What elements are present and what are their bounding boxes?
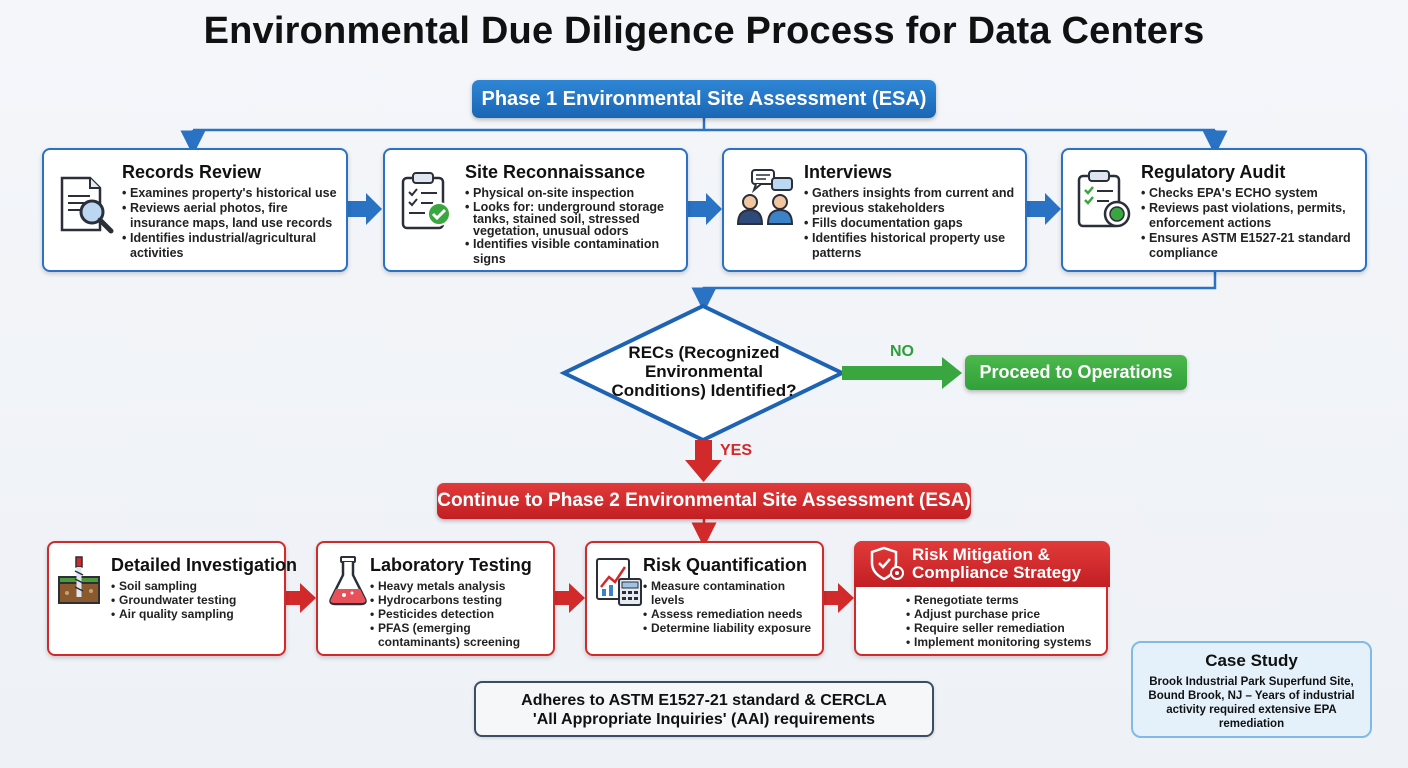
arrow-risk-to-mitigation — [824, 583, 854, 613]
no-label: NO — [890, 343, 914, 360]
yes-label: YES — [720, 442, 753, 459]
bullet: Renegotiate terms — [906, 593, 1102, 607]
card-title: Interviews — [804, 162, 893, 182]
bullet: Pesticides detection — [370, 607, 552, 621]
bullet: Checks EPA's ECHO system — [1141, 186, 1361, 201]
card-bullets: Renegotiate terms Adjust purchase price … — [906, 593, 1102, 649]
case-study-title: Case Study — [1205, 651, 1298, 670]
bullet: Assess remediation needs — [643, 607, 821, 621]
arrow-recon-to-interviews — [688, 193, 722, 225]
phase2-step-arrows — [286, 583, 854, 613]
case-study-box: Case Study Brook Industrial Park Superfu… — [1131, 641, 1372, 738]
card-title: Risk Quantification — [643, 555, 808, 575]
case-study-text: Brook Industrial Park Superfund Site, Bo… — [1148, 676, 1355, 730]
arrow-interviews-to-audit — [1027, 193, 1061, 225]
card-bullets: Physical on-site inspection Looks for: u… — [465, 186, 683, 267]
phase1-step-arrows — [348, 193, 1061, 225]
card-site-reconnaissance: Site Reconnaissance Physical on-site ins… — [383, 148, 688, 272]
card-title: Risk Mitigation & Compliance Strategy — [912, 545, 1082, 582]
standards-note: Adheres to ASTM E1527-21 standard & CERC… — [474, 681, 934, 737]
card-title: Records Review — [122, 162, 262, 182]
bullet: Fills documentation gaps — [804, 216, 1022, 231]
card-records-review: Records Review Examines property's histo… — [42, 148, 348, 272]
card-detailed-investigation: Detailed Investigation Soil sampling Gro… — [47, 541, 297, 656]
bullet: Ensures ASTM E1527-21 standard complianc… — [1141, 231, 1361, 261]
bullet: PFAS (emerging contaminants) screening — [370, 621, 552, 649]
risk-mitigation-header: Risk Mitigation & Compliance Strategy — [854, 541, 1110, 587]
card-laboratory-testing: Laboratory Testing Heavy metals analysis… — [316, 541, 555, 656]
arrow-investigation-to-lab — [286, 583, 316, 613]
standards-line-1: Adheres to ASTM E1527-21 standard & CERC… — [521, 692, 887, 709]
card-bullets: Measure contamination levels Assess reme… — [643, 579, 821, 635]
decision-text: RECs (Recognized Environmental Condition… — [611, 343, 797, 400]
clipboard-check-icon — [399, 170, 455, 237]
card-interviews: Interviews Gathers insights from current… — [722, 148, 1027, 272]
bullet: Physical on-site inspection — [465, 186, 683, 201]
card-risk-quantification: Risk Quantification Measure contaminatio… — [585, 541, 824, 656]
standards-line-2: 'All Appropriate Inquiries' (AAI) requir… — [532, 711, 876, 728]
clipboard-seal-icon — [1075, 168, 1135, 237]
card-bullets: Examines property's historical use Revie… — [122, 186, 344, 261]
bullet: Examines property's historical use — [122, 186, 344, 201]
card-risk-mitigation: Risk Mitigation & Compliance Strategy Re… — [854, 541, 1110, 656]
bullet: Soil sampling — [111, 579, 281, 593]
bullet: Implement monitoring systems — [906, 635, 1102, 649]
bullet: Adjust purchase price — [906, 607, 1102, 621]
bullet: Reviews past violations, permits, enforc… — [1141, 201, 1361, 231]
bullet: Determine liability exposure — [643, 621, 821, 635]
bullet: Require seller remediation — [906, 621, 1102, 635]
bullet: Hydrocarbons testing — [370, 593, 552, 607]
audit-to-decision-line — [691, 272, 1217, 313]
card-regulatory-audit: Regulatory Audit Checks EPA's ECHO syste… — [1061, 148, 1367, 272]
arrow-lab-to-risk — [555, 583, 585, 613]
shield-gear-icon — [868, 545, 906, 587]
document-magnifier-icon — [56, 174, 116, 241]
bullet: Air quality sampling — [111, 607, 281, 621]
phase2-banner: Continue to Phase 2 Environmental Site A… — [437, 483, 971, 519]
bullet: Gathers insights from current and previo… — [804, 186, 1022, 216]
proceed-to-operations: Proceed to Operations — [965, 355, 1187, 390]
yes-arrow — [685, 440, 722, 482]
bullet: Reviews aerial photos, fire insurance ma… — [122, 201, 344, 231]
card-bullets: Checks EPA's ECHO system Reviews past vi… — [1141, 186, 1361, 261]
card-title: Laboratory Testing — [370, 555, 532, 575]
bullet: Measure contamination levels — [643, 579, 821, 607]
card-bullets: Soil sampling Groundwater testing Air qu… — [111, 579, 281, 621]
bullet: Identifies industrial/agricultural activ… — [122, 231, 344, 261]
no-arrow — [842, 357, 962, 389]
card-title: Detailed Investigation — [111, 555, 298, 575]
soil-drill-icon — [57, 555, 101, 612]
chart-calculator-icon — [595, 555, 643, 612]
bullet: Identifies historical property use patte… — [804, 231, 1022, 261]
phase1-distribution-line — [180, 118, 1228, 156]
page-title: Environmental Due Diligence Process for … — [203, 10, 1205, 52]
bullet: Groundwater testing — [111, 593, 281, 607]
card-bullets: Heavy metals analysis Hydrocarbons testi… — [370, 579, 552, 649]
flask-icon — [326, 555, 370, 612]
card-title: Regulatory Audit — [1141, 162, 1286, 182]
card-title: Site Reconnaissance — [465, 162, 646, 182]
bullet: Heavy metals analysis — [370, 579, 552, 593]
card-bullets: Gathers insights from current and previo… — [804, 186, 1022, 261]
arrow-records-to-recon — [348, 193, 382, 225]
phase1-banner: Phase 1 Environmental Site Assessment (E… — [472, 80, 936, 118]
bullet: Looks for: underground storage tanks, st… — [465, 201, 683, 238]
people-speech-icon — [734, 168, 800, 233]
bullet: Identifies visible contamination signs — [465, 237, 683, 267]
